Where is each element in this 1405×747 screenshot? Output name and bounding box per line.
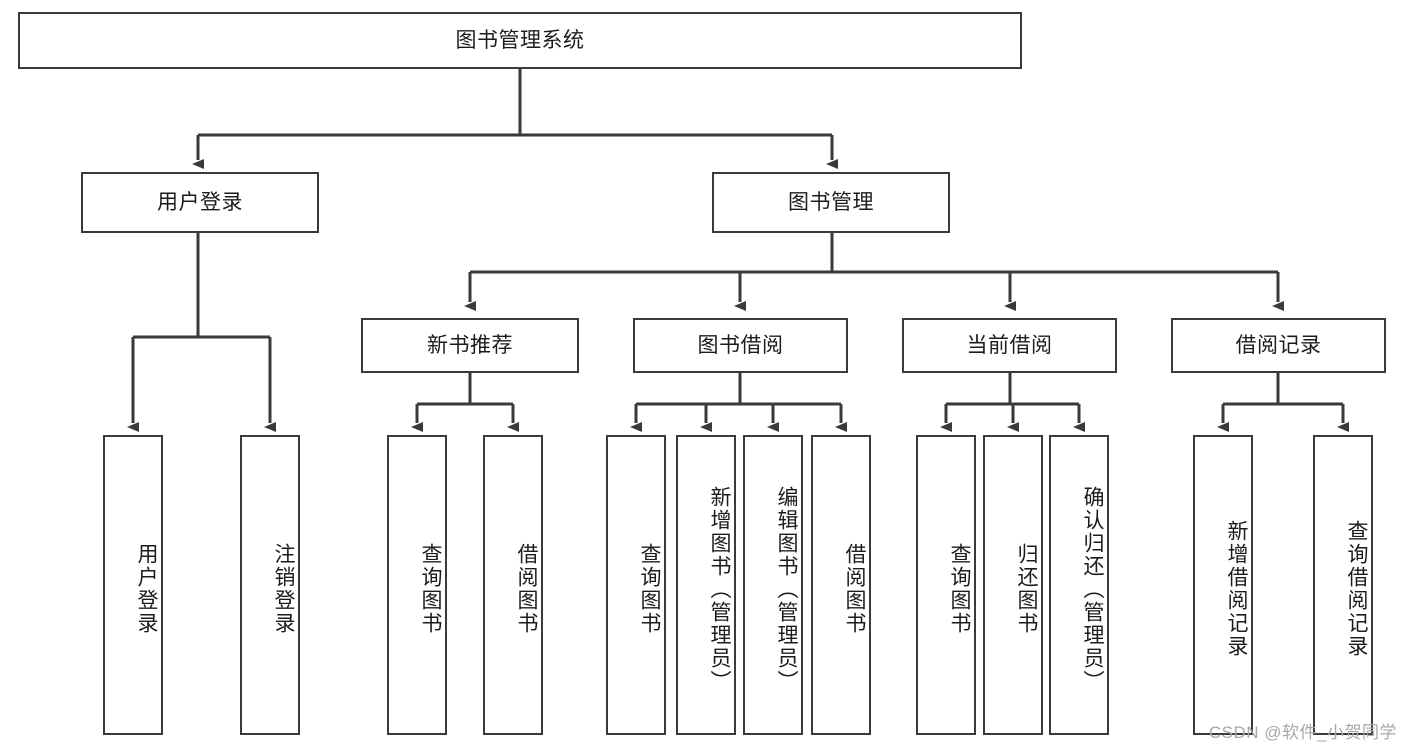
- node-borrow-records[interactable]: 借阅记录: [1171, 318, 1386, 373]
- node-label: 新增图书（管理员）: [708, 485, 731, 693]
- leaf-current-return-book[interactable]: 归还图书: [983, 435, 1043, 735]
- leaf-recommend-borrow-book[interactable]: 借阅图书: [483, 435, 543, 735]
- node-label: 当前借阅: [966, 333, 1053, 357]
- node-label: 确认归还（管理员）: [1081, 485, 1104, 693]
- node-label: 用户登录: [135, 543, 158, 635]
- leaf-user-login-login[interactable]: 用户登录: [103, 435, 163, 735]
- leaf-borrow-borrow-book[interactable]: 借阅图书: [811, 435, 871, 735]
- node-label: 归还图书: [1015, 543, 1038, 635]
- leaf-recommend-query-book[interactable]: 查询图书: [387, 435, 447, 735]
- node-new-book-recommend[interactable]: 新书推荐: [361, 318, 579, 373]
- leaf-borrow-edit-book-admin[interactable]: 编辑图书（管理员）: [743, 435, 803, 735]
- csdn-watermark: CSDN @软件_小贺同学: [1208, 723, 1397, 742]
- leaf-borrow-query-book[interactable]: 查询图书: [606, 435, 666, 735]
- leaf-records-query-record[interactable]: 查询借阅记录: [1313, 435, 1373, 735]
- node-label: 查询图书: [419, 543, 442, 635]
- node-label: 图书管理系统: [455, 28, 585, 52]
- leaf-borrow-add-book-admin[interactable]: 新增图书（管理员）: [676, 435, 736, 735]
- node-current-borrow[interactable]: 当前借阅: [902, 318, 1117, 373]
- node-label: 新书推荐: [427, 333, 513, 357]
- node-book-borrow[interactable]: 图书借阅: [633, 318, 848, 373]
- node-label: 用户登录: [157, 190, 243, 214]
- node-user-login[interactable]: 用户登录: [81, 172, 319, 233]
- node-label: 借阅图书: [843, 543, 866, 635]
- leaf-current-query-book[interactable]: 查询图书: [916, 435, 976, 735]
- node-label: 新增借阅记录: [1225, 520, 1248, 658]
- node-root-system[interactable]: 图书管理系统: [18, 12, 1022, 69]
- leaf-user-login-logout[interactable]: 注销登录: [240, 435, 300, 735]
- node-book-management[interactable]: 图书管理: [712, 172, 950, 233]
- node-label: 查询借阅记录: [1345, 520, 1368, 658]
- node-label: 编辑图书（管理员）: [775, 485, 798, 693]
- leaf-current-confirm-return-admin[interactable]: 确认归还（管理员）: [1049, 435, 1109, 735]
- node-label: 注销登录: [272, 543, 295, 635]
- leaf-records-add-record[interactable]: 新增借阅记录: [1193, 435, 1253, 735]
- node-label: 图书借阅: [697, 333, 784, 357]
- node-label: 借阅记录: [1235, 333, 1322, 357]
- node-label: 查询图书: [638, 543, 661, 635]
- node-label: 图书管理: [788, 190, 874, 214]
- node-label: 查询图书: [948, 543, 971, 635]
- node-label: 借阅图书: [515, 543, 538, 635]
